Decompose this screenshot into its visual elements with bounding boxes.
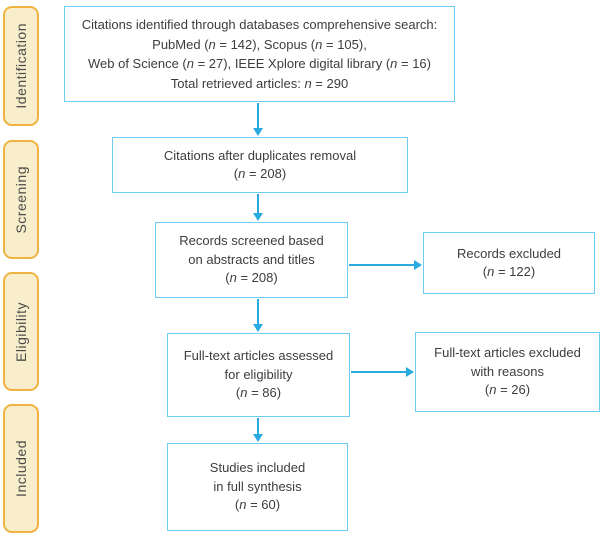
box-citations-identified: Citations identified through databases c… — [64, 6, 455, 102]
stage-included: Included — [3, 404, 39, 533]
stage-identification: Identification — [3, 6, 39, 126]
stage-screening-label: Screening — [13, 165, 29, 234]
box-duplicates-removed: Citations after duplicates removal(n = 2… — [112, 137, 408, 193]
stage-eligibility: Eligibility — [3, 272, 39, 391]
stage-screening: Screening — [3, 140, 39, 259]
box-duplicates-removed-text: Citations after duplicates removal(n = 2… — [163, 147, 357, 181]
stage-eligibility-label: Eligibility — [13, 301, 29, 362]
box-records-excluded: Records excluded(n = 122) — [423, 232, 595, 294]
box-records-excluded-text: Records excluded(n = 122) — [456, 245, 562, 279]
box-citations-identified-text: Citations identified through databases c… — [81, 17, 438, 91]
stage-identification-label: Identification — [13, 23, 29, 109]
stage-included-label: Included — [13, 440, 29, 497]
